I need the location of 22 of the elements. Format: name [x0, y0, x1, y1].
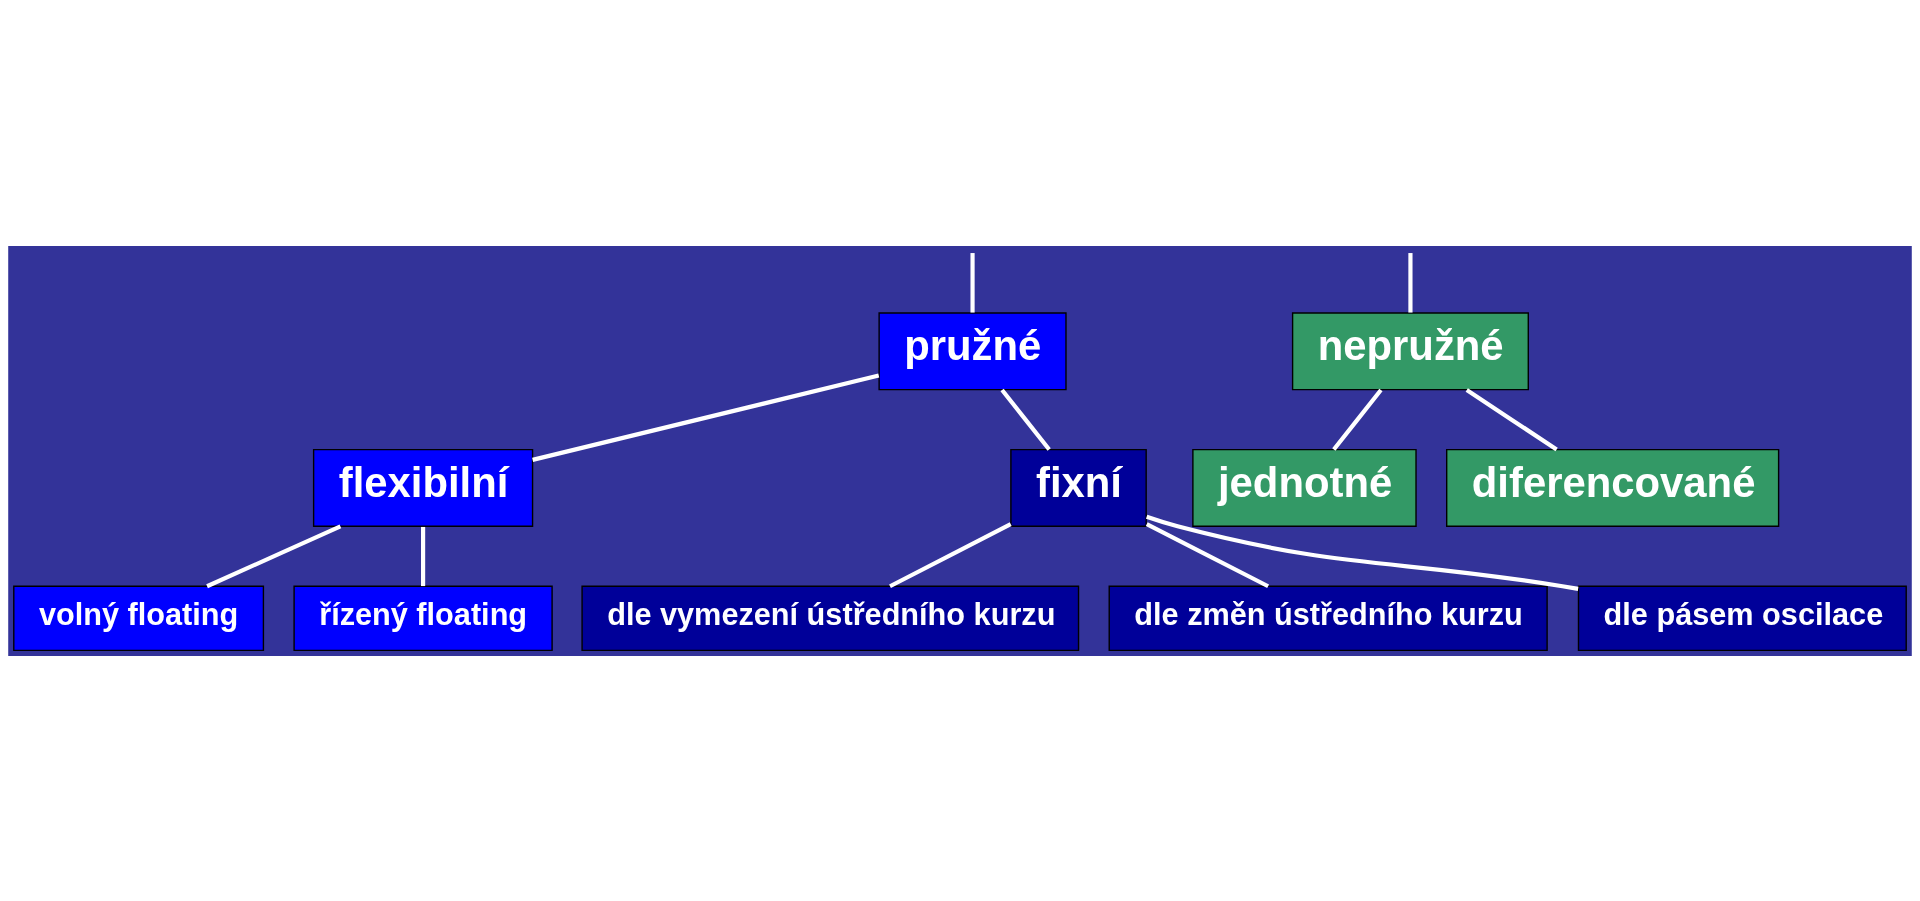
- node-box: dle vymezení ústředního kurzu: [581, 585, 1080, 651]
- connector: [1146, 514, 1579, 591]
- node-box: jednotné: [1192, 448, 1417, 527]
- connector: [1332, 388, 1383, 451]
- connector: [1408, 252, 1413, 313]
- connector: [206, 524, 342, 588]
- node-box: nepružné: [1291, 311, 1529, 390]
- connector: [1000, 388, 1051, 451]
- node-box: dle pásem oscilace: [1577, 585, 1907, 651]
- node-box: flexibilní: [312, 448, 534, 527]
- connector: [1145, 521, 1270, 588]
- node-box: pružné: [878, 311, 1067, 390]
- connector: [532, 373, 880, 462]
- node-box: volný floating: [13, 585, 265, 651]
- connector: [1465, 387, 1558, 451]
- node-box: dle změn ústředního kurzu: [1108, 585, 1548, 651]
- connector: [421, 526, 426, 586]
- node-box: fixní: [1010, 448, 1147, 527]
- connector: [889, 521, 1012, 588]
- connector: [970, 252, 975, 313]
- node-box: diferencované: [1446, 448, 1780, 527]
- node-box: řízený floating: [293, 585, 553, 651]
